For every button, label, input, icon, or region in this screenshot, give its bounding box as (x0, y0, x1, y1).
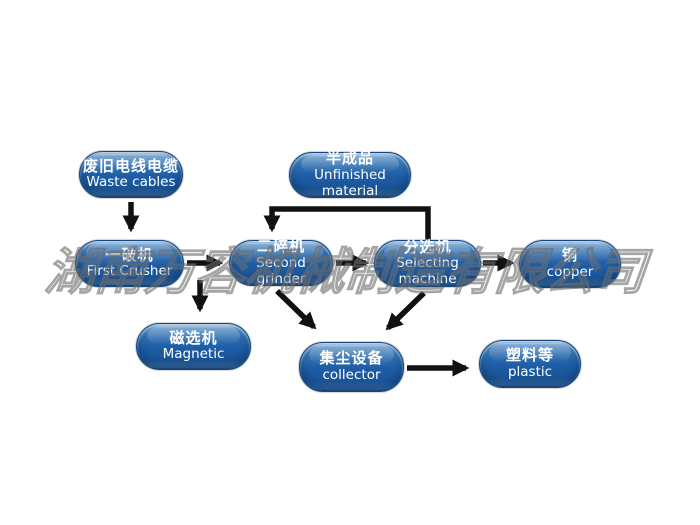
node-magnetic: 磁选机 Magnetic (136, 323, 251, 370)
arrow-feedback-loop (263, 206, 431, 242)
node-label-en: plastic (507, 363, 553, 380)
node-second-grinder: 二碎机 Second grinder (229, 237, 333, 287)
node-label-zh: 二碎机 (256, 237, 305, 256)
node-label-zh: 一破机 (105, 245, 154, 264)
node-unfinished-material: 半成品 Unfinished material (289, 149, 411, 199)
node-copper: 铜 copper (519, 240, 621, 288)
node-label-en: Waste cables (86, 174, 176, 191)
node-label-en: Second grinder (256, 254, 306, 287)
node-waste-cables: 废旧电线电缆 Waste cables (79, 151, 183, 198)
node-label-en: First Crusher (86, 263, 173, 280)
node-label-en: Unfinished material (314, 166, 386, 199)
node-label-zh: 磁选机 (169, 328, 218, 347)
node-label-en: Selecting machine (396, 255, 459, 288)
node-selecting-machine: 分选机 Selecting machine (374, 237, 481, 288)
node-label-en: Magnetic (162, 346, 225, 363)
node-label-zh: 集尘设备 (319, 349, 384, 368)
node-first-crusher: 一破机 First Crusher (75, 240, 184, 287)
arrow-selecting-to-collector (385, 291, 426, 331)
node-label-zh: 分选机 (403, 237, 452, 256)
node-label-zh: 塑料等 (505, 346, 554, 365)
arrow-second-to-collector (275, 289, 317, 330)
node-label-zh: 铜 (561, 246, 578, 265)
node-plastic: 塑料等 plastic (479, 340, 581, 388)
node-label-en: collector (322, 366, 381, 383)
node-collector: 集尘设备 collector (299, 342, 404, 392)
node-label-zh: 半成品 (325, 149, 374, 168)
node-label-en: copper (546, 263, 594, 280)
node-label-zh: 废旧电线电缆 (82, 156, 179, 175)
